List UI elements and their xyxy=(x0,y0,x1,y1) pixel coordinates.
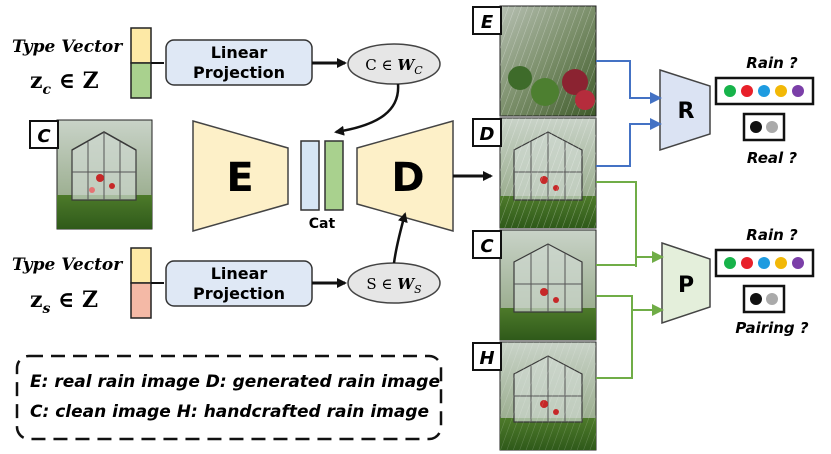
d-to-p-line-a xyxy=(596,181,637,267)
bottom-vector-type-cell xyxy=(130,247,152,284)
top-type-vector-text: Type Vector xyxy=(12,37,123,57)
image-h-tag-box xyxy=(472,342,502,371)
cat-label: Cat xyxy=(309,216,336,232)
legend-line-1: E: real rain image D: generated rain ima… xyxy=(30,372,440,392)
h-to-p-line xyxy=(596,310,633,379)
r-rain-dots xyxy=(724,85,804,97)
p-rain-dot xyxy=(792,257,804,269)
input-image-tag: C xyxy=(37,126,51,147)
bottom-type-vector-text: Type Vector xyxy=(12,255,123,275)
encoder-block xyxy=(192,120,289,232)
image-e-tag: E xyxy=(481,12,494,33)
e-to-r-arrow xyxy=(596,60,662,104)
r-real-dot xyxy=(750,121,762,133)
image-d-tag-box xyxy=(472,118,502,147)
r-real-label: Real ? xyxy=(747,149,797,167)
bottom-projection-line2: Projection xyxy=(193,284,285,303)
r-rain-label: Rain ? xyxy=(746,54,798,72)
top-projection-line2: Projection xyxy=(193,63,285,82)
input-image-tag-box xyxy=(29,120,59,149)
bottom-vector-z-cell xyxy=(130,282,152,319)
bottom-ellipse-main: S ∈ xyxy=(366,275,397,293)
decoder-block xyxy=(356,120,454,232)
top-ellipse-sub: C xyxy=(414,64,423,77)
p-pairing-dot xyxy=(750,293,762,305)
image-e-real-rain xyxy=(499,5,597,117)
bottom-type-vector-label: Type Vector xyxy=(12,255,123,275)
image-e-tag-box xyxy=(472,6,502,35)
bottom-z-label: zs ∈ Z xyxy=(30,287,98,317)
p-rain-dots xyxy=(724,257,804,269)
top-z-rest: ∈ Z xyxy=(51,68,99,94)
bottom-z-rest: ∈ Z xyxy=(50,287,98,313)
r-real-dot xyxy=(766,121,778,133)
input-image-c xyxy=(56,119,153,230)
bottom-z-sub: s xyxy=(43,301,51,317)
p-rain-dot xyxy=(741,257,753,269)
top-projection-line1: Linear xyxy=(211,43,268,62)
p-pairing-dot xyxy=(766,293,778,305)
cat-style-bar xyxy=(324,140,344,211)
discriminator-p-label: P xyxy=(678,273,694,298)
decoder-label: D xyxy=(391,155,424,201)
top-z-sub: c xyxy=(43,82,52,98)
p-pairing-label: Pairing ? xyxy=(735,319,808,337)
image-h-handcrafted-rain xyxy=(499,341,597,451)
svg-text:zs ∈ Z: zs ∈ Z xyxy=(30,287,98,317)
top-ellipse-main: C ∈ xyxy=(365,56,397,74)
discriminator-p xyxy=(661,241,711,325)
d-to-r-arrow xyxy=(596,118,662,167)
bottom-projection-line1: Linear xyxy=(211,264,268,283)
p-rain-dot xyxy=(758,257,770,269)
encoder-label: E xyxy=(226,155,253,201)
r-rain-dot xyxy=(792,85,804,97)
bottom-ellipse-w: W xyxy=(397,275,416,293)
bottom-z-symbol: z xyxy=(30,287,43,313)
p-rain-dot xyxy=(724,257,736,269)
top-content-ellipse xyxy=(347,43,441,85)
top-ellipse-w: W xyxy=(397,56,416,74)
image-c-clean xyxy=(499,229,597,341)
bottom-ellipse-sub: S xyxy=(414,283,422,296)
top-type-vector-label: Type Vector xyxy=(12,37,123,57)
c-to-p-arrow-a xyxy=(596,228,664,266)
image-c-tag-box xyxy=(472,230,502,259)
legend-box xyxy=(15,354,443,441)
r-rain-dot xyxy=(758,85,770,97)
svg-text:S ∈ WS: S ∈ WS xyxy=(366,275,422,296)
discriminator-r-label: R xyxy=(678,99,695,124)
bottom-ellipse-to-decoder-arrow xyxy=(392,212,408,264)
image-d-tag: D xyxy=(480,124,495,145)
p-pairing-dots xyxy=(750,293,778,305)
r-real-dots xyxy=(750,121,778,133)
cat-content-bar xyxy=(300,140,320,211)
p-rain-dot xyxy=(775,257,787,269)
image-h-tag: H xyxy=(479,348,494,369)
top-z-label: zc ∈ Z xyxy=(30,68,99,98)
image-c-tag: C xyxy=(480,236,494,257)
r-rain-dot xyxy=(775,85,787,97)
r-rain-dot xyxy=(741,85,753,97)
image-d-generated-rain xyxy=(499,117,597,229)
top-vector-type-cell xyxy=(130,27,152,64)
c-to-p-arrow-b xyxy=(596,295,664,316)
r-rain-dot xyxy=(724,85,736,97)
top-ellipse-to-cat-arrow xyxy=(334,83,400,136)
top-vector-z-cell xyxy=(130,62,152,99)
legend-line-2: C: clean image H: handcrafted rain image xyxy=(30,402,429,422)
svg-text:C ∈ WC: C ∈ WC xyxy=(365,56,423,77)
svg-text:zc ∈ Z: zc ∈ Z xyxy=(30,68,99,98)
p-rain-label: Rain ? xyxy=(746,226,798,244)
top-z-symbol: z xyxy=(30,68,43,94)
